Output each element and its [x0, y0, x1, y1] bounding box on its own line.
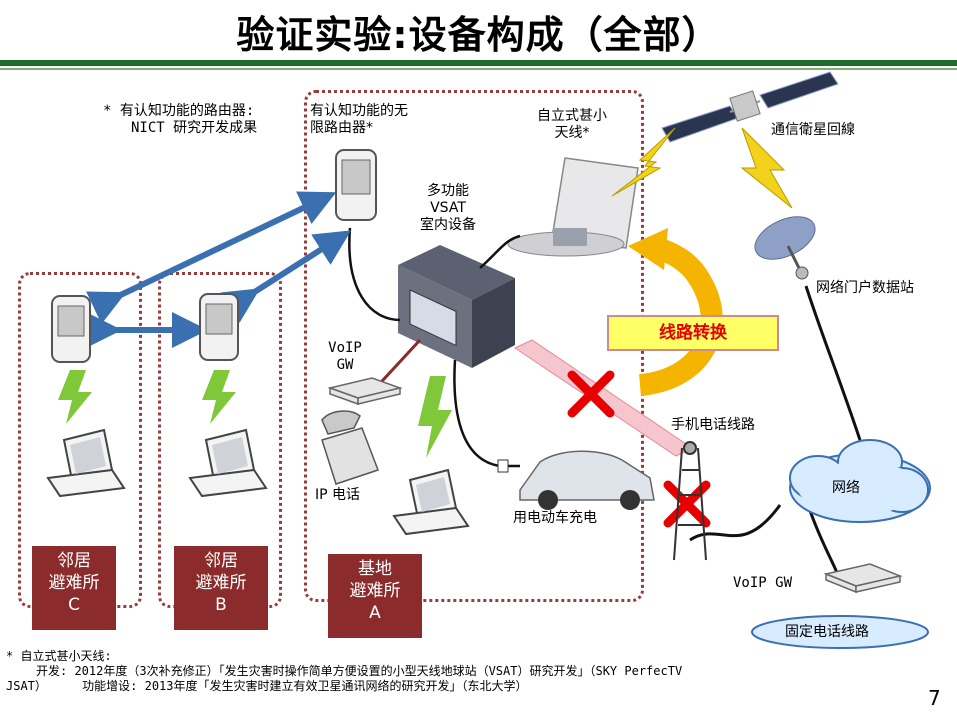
router-note: * 有认知功能的路由器: NICT 研究开发成果	[103, 103, 303, 137]
fixed-line-label: 固定电话线路	[785, 624, 869, 640]
vsat-indoor-unit-icon	[398, 245, 515, 368]
shelter-b-line2: 避难所	[195, 573, 247, 593]
footnote-line3: JSAT） 功能增设: 2013年度「发生灾害时建立有效卫星通讯网络的研究开发」…	[6, 679, 906, 694]
vsat-antenna-icon	[507, 157, 639, 257]
router-note-line2: NICT 研究开发成果	[131, 120, 258, 136]
cognitive-router-label-line2: 限路由器*	[310, 120, 373, 136]
page-number: 7	[928, 686, 941, 710]
satellite-label: 通信衛星回線	[771, 122, 855, 138]
link-arrow-a-c	[86, 191, 337, 324]
satellite-dish-icon	[754, 216, 816, 280]
shelter-c-box: 邻居 避难所 C	[32, 546, 116, 630]
satellite-link-bolt	[740, 127, 793, 209]
cut-mark-icon	[567, 370, 711, 528]
cognitive-router-label-line1: 有认知功能的无	[310, 103, 408, 119]
antenna-label-line1: 自立式甚小	[537, 108, 607, 124]
shelter-b-line1: 邻居	[204, 551, 238, 571]
wireless-bolt	[418, 376, 452, 458]
mobile-link-beam	[513, 339, 693, 457]
electric-car-icon	[497, 450, 655, 510]
wireless-bolt	[202, 370, 236, 424]
satellite-link-bolt	[611, 127, 676, 197]
gateway-station-label: 网络门户数据站	[816, 280, 914, 296]
ev-charging-label: 用电动车充电	[513, 510, 597, 526]
shelter-c-line3: C	[68, 595, 80, 615]
shelter-a-box: 基地 避难所 A	[328, 554, 422, 638]
footnote-line1: * 自立式甚小天线:	[6, 649, 112, 663]
wireless-bolt	[58, 370, 92, 424]
cognitive-router-label: 有认知功能的无 限路由器*	[310, 103, 450, 137]
footnote-line3-part1: JSAT）	[6, 679, 47, 693]
title-rule-thin	[0, 68, 957, 70]
shelter-b-line3: B	[215, 595, 227, 615]
shelter-c-line1: 邻居	[57, 551, 91, 571]
shelter-c-line2: 避难所	[48, 573, 100, 593]
satellite-icon	[661, 71, 839, 143]
vsat-label-line2: VSAT	[430, 200, 466, 216]
footnote-line3-part2: 功能增设: 2013年度「发生灾害时建立有效卫星通讯网络的研究开发」（东北大学）	[82, 679, 528, 693]
shelter-b-box: 邻居 避难所 B	[174, 546, 268, 630]
cell-tower-icon	[673, 441, 707, 561]
vsat-label: 多功能 VSAT 室内设备	[408, 183, 488, 234]
link-arrow-a-b	[220, 230, 352, 323]
title-rule	[0, 60, 957, 66]
vsat-label-line3: 室内设备	[420, 217, 476, 233]
voip-gw-cloud-label: VoIP GW	[733, 575, 793, 591]
slide-title: 验证实验:设备构成（全部）	[236, 13, 721, 57]
ip-phone-label: IP 电话	[315, 487, 361, 503]
antenna-label: 自立式甚小 天线*	[522, 108, 622, 142]
line-switch-arrow	[638, 237, 723, 396]
footnote-line2: 开发: 2012年度（3次补充修正）「发生灾害时操作简单方便设置的小型天线地球站…	[36, 664, 683, 678]
shelter-a-line1: 基地	[358, 559, 392, 579]
shelter-a-line2: 避难所	[349, 581, 401, 601]
voip-gw-label-line2: GW	[336, 357, 354, 373]
footnote: * 自立式甚小天线: 开发: 2012年度（3次补充修正）「发生灾害时操作简单方…	[6, 649, 906, 694]
voip-gateway-icon	[327, 377, 903, 594]
fixed-line-shape	[751, 615, 929, 649]
antenna-label-line2: 天线*	[554, 125, 590, 141]
vsat-label-line1: 多功能	[427, 183, 469, 199]
mobile-line-label: 手机电话线路	[671, 417, 755, 433]
shelter-a-line3: A	[369, 603, 381, 623]
router-note-line1: * 有认知功能的路由器:	[103, 103, 255, 119]
ip-phone-icon	[321, 410, 379, 485]
voip-gw-label: VoIP GW	[320, 340, 370, 374]
voip-gw-label-line1: VoIP	[328, 340, 362, 356]
line-switch-label: 线路转换	[607, 315, 779, 351]
network-label: 网络	[832, 480, 860, 496]
laptop-icon	[46, 428, 470, 536]
